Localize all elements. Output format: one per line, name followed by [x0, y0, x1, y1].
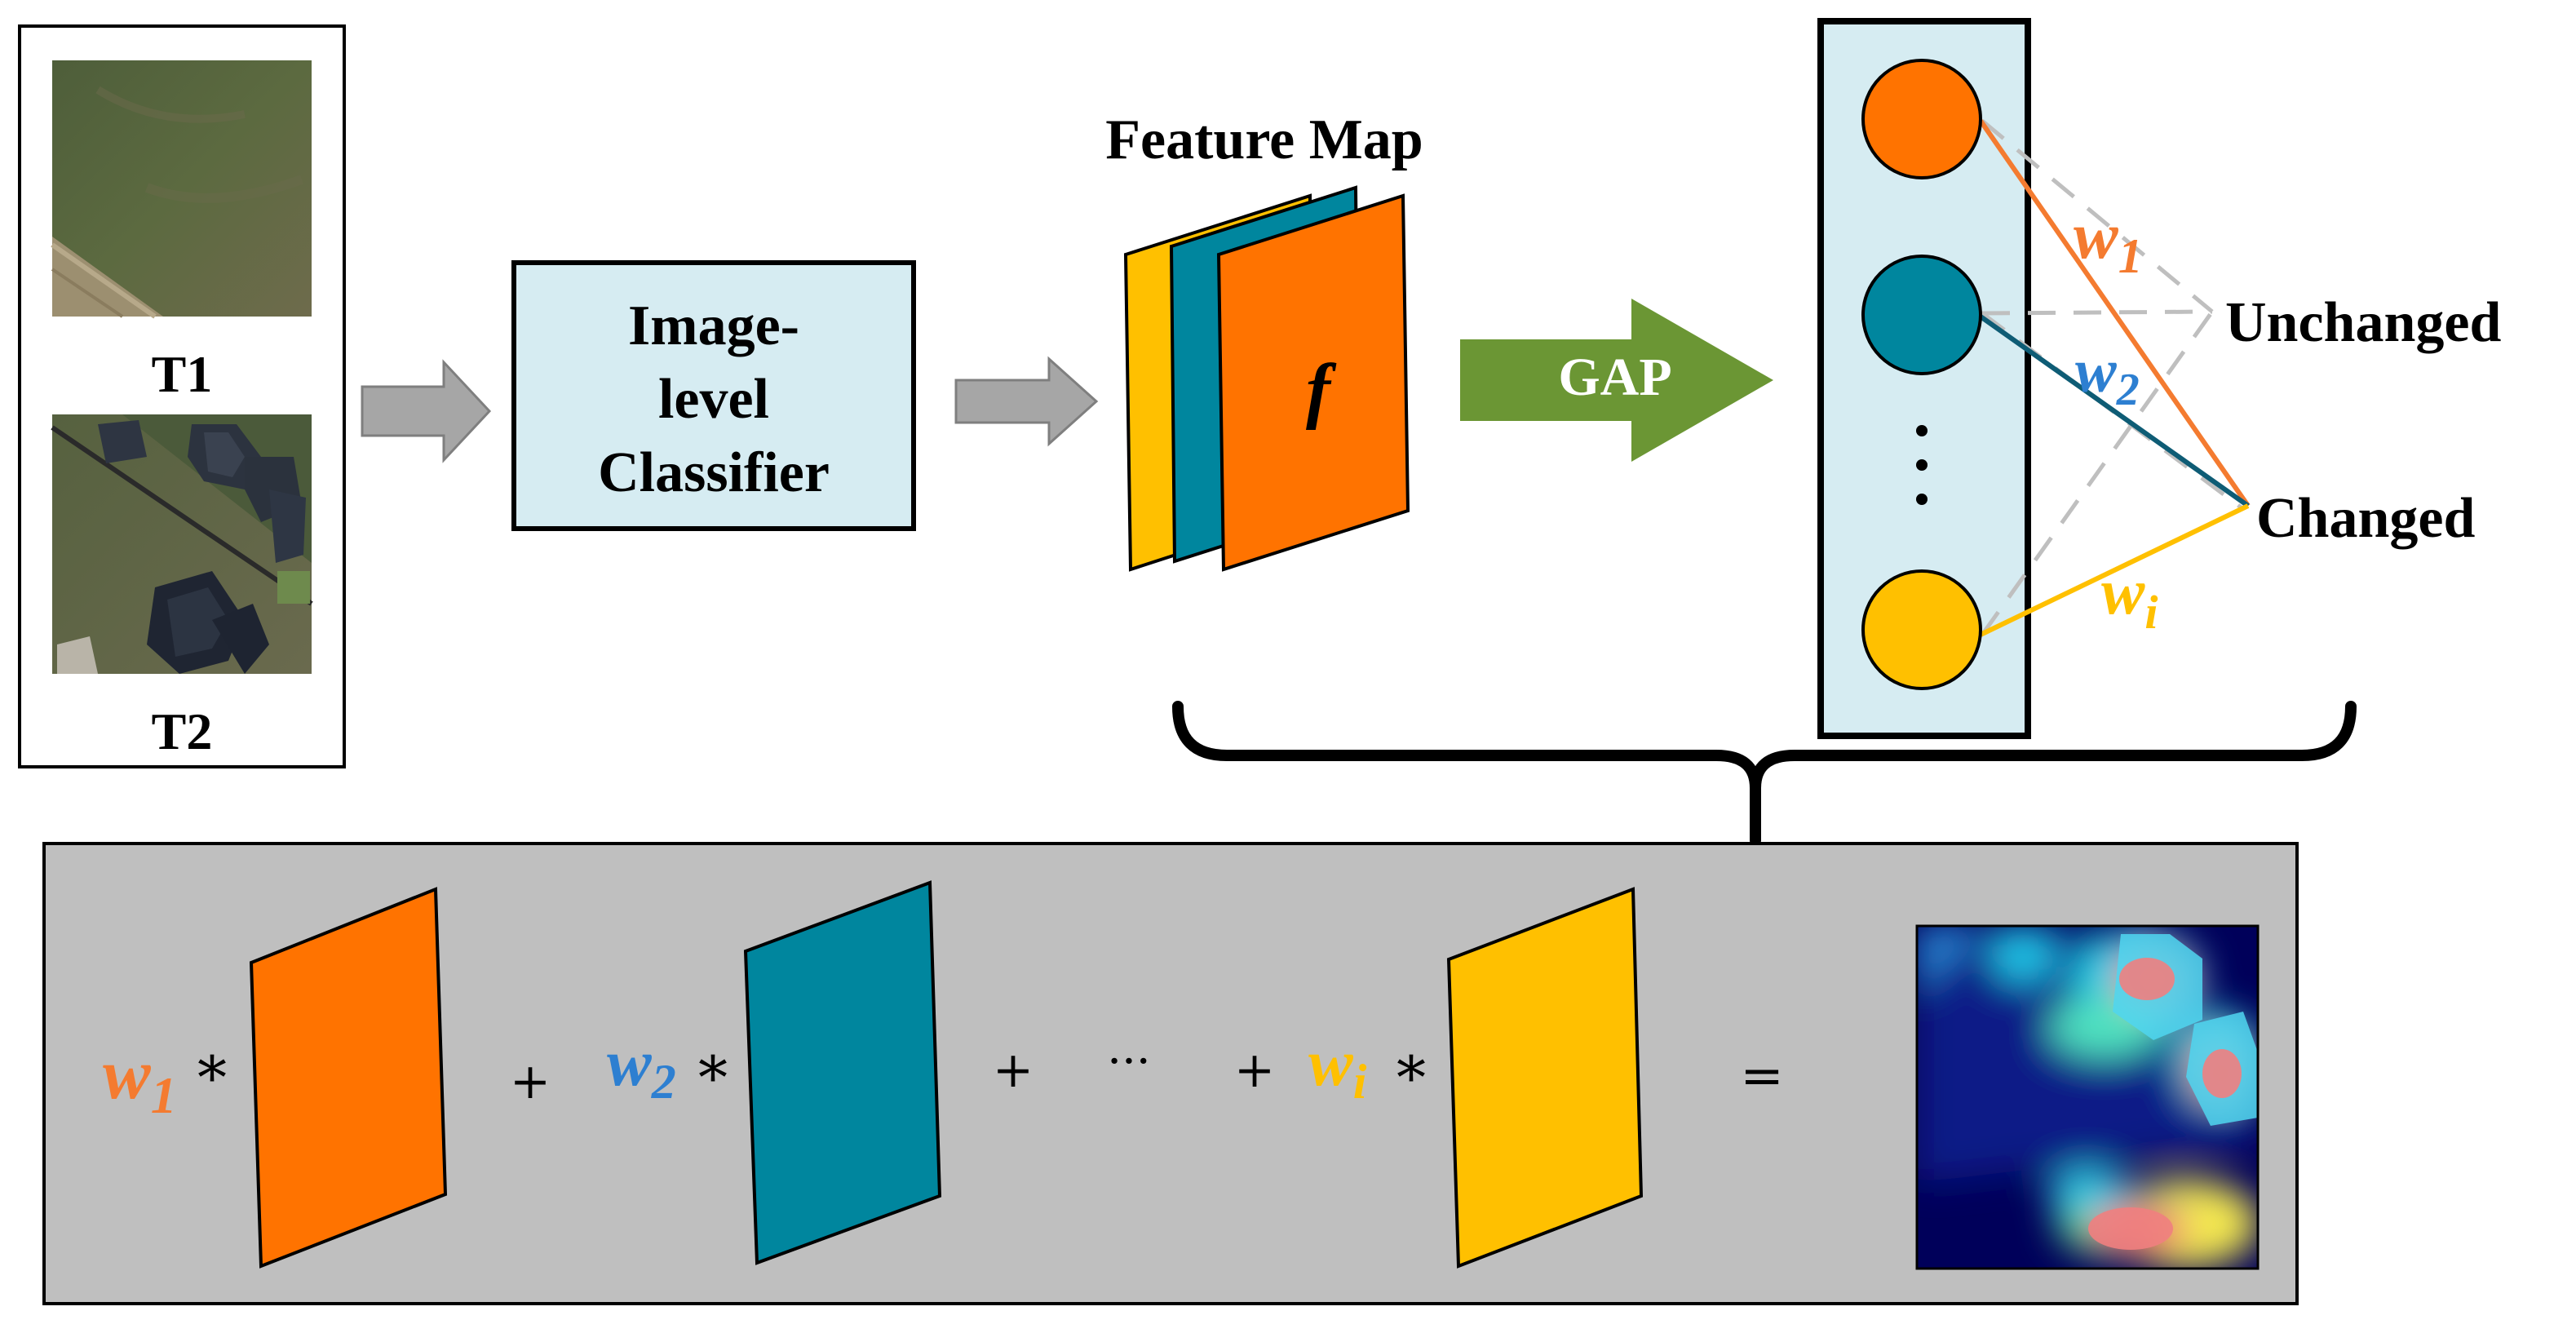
w2-connection — [1979, 314, 2250, 508]
classifier-box — [511, 260, 916, 531]
wi-connection — [1979, 503, 2250, 637]
eq-times-2: * — [698, 1043, 728, 1112]
eq-dots: ··· — [1107, 1035, 1150, 1088]
eq-times-3: * — [1396, 1043, 1426, 1112]
t1-label: T1 — [152, 345, 213, 403]
neuron-1 — [1861, 59, 1982, 179]
eq-wi-label: wi — [1308, 1025, 1367, 1109]
eq-plus-1: + — [510, 1053, 551, 1110]
feature-map-orange — [1216, 193, 1410, 572]
t2-image — [51, 414, 313, 674]
wi-label: wi — [2101, 556, 2158, 639]
curly-brace — [1172, 701, 2357, 846]
eq-plus-2: + — [993, 1042, 1033, 1099]
neuron-ellipsis — [1916, 425, 1928, 505]
classifier-line-2: level — [658, 368, 769, 431]
eq-w1-label: w1 — [103, 1035, 177, 1124]
w2-label: w2 — [2075, 337, 2140, 415]
t2-label: T2 — [152, 702, 213, 760]
classifier-line-1: Image- — [628, 294, 799, 357]
arrow-classifier-to-feature — [954, 356, 1099, 447]
eq-times-1: * — [197, 1043, 227, 1112]
changed-label: Changed — [2256, 487, 2475, 550]
neuron-i — [1861, 569, 1982, 690]
t1-image — [51, 60, 312, 319]
eq-plus-3: + — [1234, 1042, 1275, 1099]
feature-map-title: Feature Map — [1105, 108, 1423, 171]
classifier-line-3: Classifier — [598, 441, 830, 504]
eq-equals: = — [1740, 1046, 1784, 1106]
gap-arrow — [1460, 299, 1773, 462]
w1-label: w1 — [2074, 198, 2143, 283]
arrow-input-to-classifier — [361, 359, 492, 463]
eq-map-orange — [249, 887, 448, 1269]
heatmap-result — [1915, 924, 2260, 1270]
eq-map-yellow — [1446, 887, 1644, 1269]
eq-w2-label: w2 — [607, 1025, 676, 1109]
w1-connection — [1978, 119, 2251, 507]
eq-map-teal — [743, 880, 942, 1265]
neuron-2 — [1861, 255, 1982, 375]
gap-label: GAP — [1558, 348, 1671, 407]
unchanged-label: Unchanged — [2225, 291, 2501, 354]
